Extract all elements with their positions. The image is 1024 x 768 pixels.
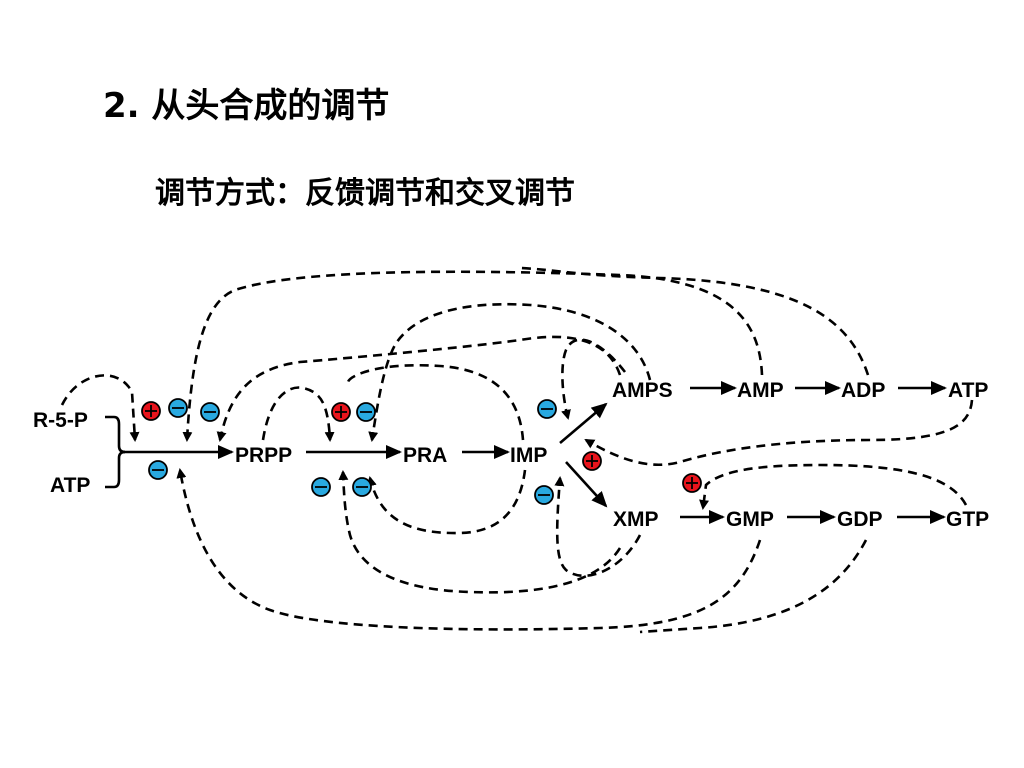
inhibition-symbol-7 [537,399,557,419]
inhibition-symbol-2 [200,402,220,422]
node-gmp: GMP [726,508,774,531]
activation-symbol-xmp [682,473,702,493]
inhibition-symbol-6 [352,477,372,497]
inhibition-symbol-3 [148,460,168,480]
curve-gdp-to-prpp-synthetase [639,539,868,634]
curve-amps-self-loop [561,338,627,420]
node-gdp: GDP [837,508,883,531]
curve-atp-to-xmp [699,463,968,510]
node-r5p: R-5-P [33,409,88,432]
inhibition-symbol-5 [311,477,331,497]
activation-symbol-r5p [141,401,161,421]
inhibition-symbol-8 [534,485,554,505]
input-bracket [105,415,126,489]
slide-subtitle: 调节方式：反馈调节和交叉调节 [155,176,575,211]
node-xmp: XMP [613,508,659,531]
arrow-imp-to-amps [559,402,608,444]
curve-amp-to-prpp-synthetase [182,270,764,442]
activation-symbol-prpp [331,402,351,422]
node-prpp: PRPP [235,444,292,467]
slide-title: 2. 从头合成的调节 [103,86,390,126]
curve-amps-to-pra-step [368,302,652,442]
curve-imp-to-pra-step [346,364,525,441]
node-atp-input: ATP [50,474,90,497]
inhibition-symbol-1 [168,398,188,418]
curve-prpp-self [261,386,335,442]
node-amps: AMPS [612,379,673,402]
curve-amp-to-first-step [216,335,622,442]
curve-xmp-self-loop [554,476,642,578]
activation-symbol-imp [582,451,602,471]
curve-gmp-to-prpp-synthetase [176,468,762,631]
curve-imp-to-prpp-loop [366,469,527,535]
node-pra: PRA [403,444,447,467]
node-adp: ADP [841,379,885,402]
curve-gtp-to-amps [584,399,974,466]
curve-adp-to-prpp-synthetase [519,266,870,376]
node-amp: AMP [737,379,784,402]
curve-xmp-to-pra-step [338,470,622,594]
curve-r5p-self [60,374,140,442]
node-gtp: GTP [946,508,989,531]
node-atp: ATP [948,379,988,402]
inhibition-symbol-4 [356,402,376,422]
node-imp: IMP [510,444,547,467]
arrow-imp-to-xmp [565,461,608,508]
